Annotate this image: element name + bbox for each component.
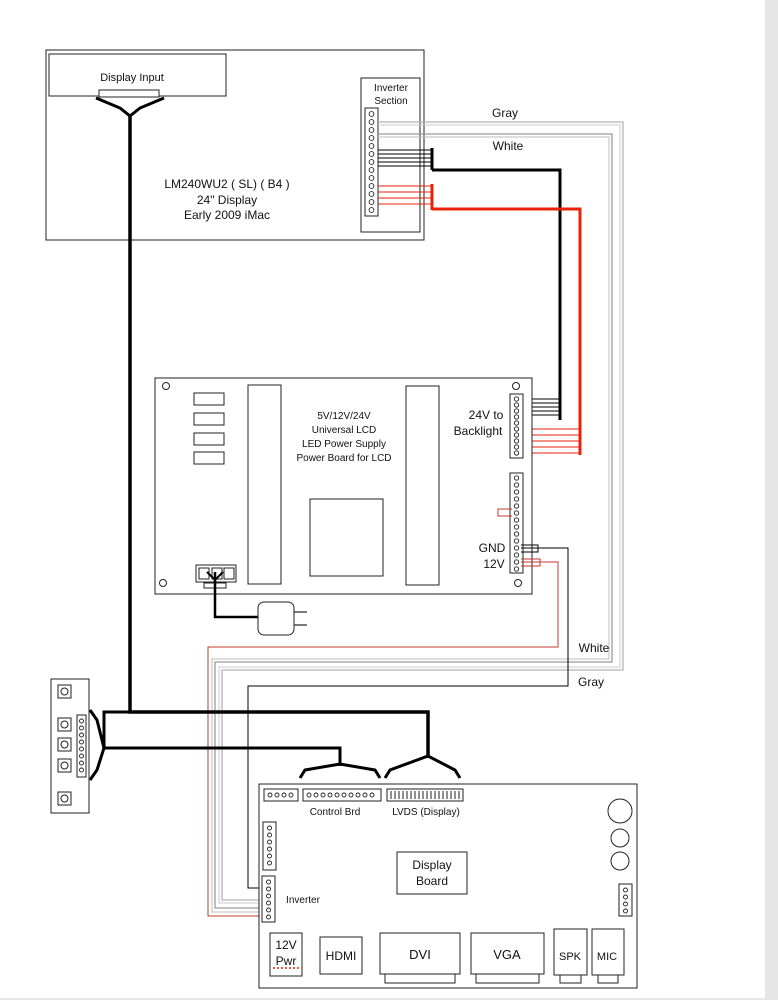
small-header-pins	[267, 792, 294, 798]
gray-wire-label-top: Gray	[492, 106, 518, 120]
power-board-desc-4: Power Board for LCD	[296, 453, 391, 464]
panel-button-1-dot	[60, 687, 69, 696]
panel-button-2-dot	[60, 720, 69, 729]
panel-button-4-dot	[60, 761, 69, 770]
power-board-desc-2: Universal LCD	[312, 425, 376, 436]
inverter-pins	[368, 111, 375, 213]
ac-input-pin-3	[223, 567, 235, 580]
ac-power-cord-split	[206, 571, 224, 582]
power-board-mount-holes	[159, 382, 522, 587]
backlight-label-2: Backlight	[454, 424, 503, 438]
mic-port[interactable]	[591, 928, 625, 976]
power-board-desc-3: LED Power Supply	[302, 439, 386, 450]
pwr-12v-label-2: Pwr	[276, 954, 297, 968]
panel-cable-fan	[88, 709, 106, 781]
panel-model-line-1: LM240WU2 ( SL) ( B4 )	[164, 177, 289, 191]
power-output-connector	[509, 472, 524, 574]
power-board-desc-1: 5V/12V/24V	[317, 411, 371, 422]
gnd-label: GND	[479, 541, 506, 555]
white-wire-label-bottom: White	[579, 641, 610, 655]
v12-wire-loop	[521, 558, 541, 567]
gray-wire-label-bottom: Gray	[578, 675, 604, 689]
panel-connector-pins	[79, 718, 84, 773]
jack-medium	[610, 828, 630, 848]
spk-port-shell	[559, 974, 582, 984]
display-board-chip	[396, 851, 468, 895]
v12-wire	[207, 561, 559, 917]
panel-button-3-dot	[60, 740, 69, 749]
black-backlight-wires	[378, 148, 562, 420]
inverter-output-connector	[261, 875, 276, 923]
dvi-label: DVI	[409, 947, 431, 962]
display-input-plug	[98, 89, 160, 98]
right-small-header-pins	[623, 887, 628, 914]
panel-model-line-3: Early 2009 iMac	[184, 208, 270, 222]
display-board-title-1: Display	[412, 858, 451, 872]
mic-port-shell	[597, 974, 619, 984]
hdmi-port[interactable]	[319, 936, 363, 975]
gnd-wire	[247, 547, 569, 889]
vga-port-shell	[475, 973, 540, 984]
red-backlight-wires	[378, 184, 582, 455]
hdmi-label: HDMI	[326, 949, 357, 963]
ac-plug	[257, 601, 295, 636]
pwr-12v-port[interactable]	[269, 932, 303, 977]
vga-port[interactable]	[470, 932, 545, 975]
power-board-components	[193, 384, 440, 586]
white-wire	[211, 133, 613, 913]
control-brd-label: Control Brd	[310, 807, 361, 818]
panel-model-line-2: 24" Display	[197, 193, 257, 207]
left-vertical-header	[262, 821, 277, 871]
ac-power-cord	[213, 572, 258, 619]
panel-connector	[76, 714, 87, 778]
jack-small	[610, 851, 630, 871]
inverter-section-label-2: Section	[374, 96, 407, 107]
backlight-connector-pins	[513, 396, 520, 456]
control-brd-pins	[306, 792, 375, 798]
left-vertical-header-pins	[267, 825, 272, 866]
mic-label: MIC	[597, 951, 617, 963]
power-output-pins	[513, 475, 520, 572]
display-input-label: Display Input	[100, 72, 164, 84]
spk-label: SPK	[559, 951, 582, 963]
white-wire-label-top: White	[493, 139, 524, 153]
dvi-port-shell	[384, 973, 456, 984]
gray-wire	[218, 121, 624, 904]
v12-label: 12V	[483, 557, 504, 571]
lvds-label: LVDS (Display)	[392, 807, 460, 818]
lvds-connector	[386, 788, 464, 802]
jack-large	[607, 798, 633, 824]
backlight-connector	[509, 393, 524, 459]
right-small-header	[618, 883, 633, 917]
power-board-red-jumper	[497, 508, 512, 517]
vga-label: VGA	[493, 947, 521, 962]
display-input-connector	[48, 53, 227, 97]
panel-button-5-dot	[60, 794, 69, 803]
display-board-title-2: Board	[416, 874, 448, 888]
inverter-output-label: Inverter	[286, 895, 321, 906]
inverter-section-label-1: Inverter	[374, 83, 409, 94]
gnd-wire-loop	[521, 544, 539, 553]
backlight-label-1: 24V to	[469, 408, 504, 422]
inverter-output-pins	[266, 879, 271, 920]
pwr-12v-label-1: 12V	[275, 938, 296, 952]
small-header-top-left	[263, 788, 299, 802]
lvds-connector-pins	[390, 791, 460, 799]
